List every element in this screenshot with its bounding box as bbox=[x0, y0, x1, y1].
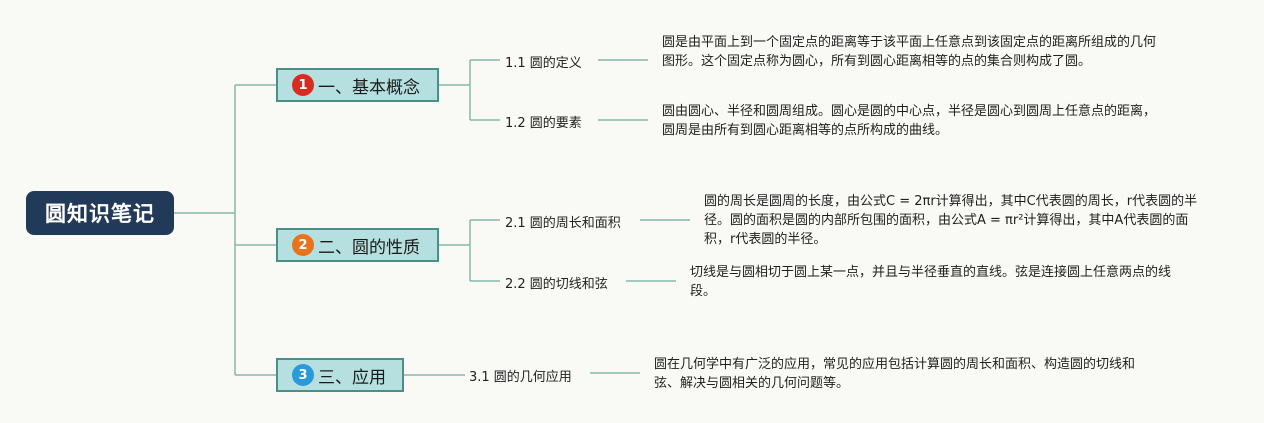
note-2-2: 切线是与圆相切于圆上某一点，并且与半径垂直的直线。弦是连接圆上任意两点的线段。 bbox=[690, 265, 1172, 299]
sub-node-1-1[interactable]: 1.1 圆的定义 bbox=[505, 52, 582, 71]
note-3-1: 圆在几何学中有广泛的应用，常见的应用包括计算圆的周长和面积、构造圆的切线和弦、解… bbox=[654, 357, 1136, 391]
root-title: 圆知识笔记 bbox=[45, 202, 155, 226]
branch-node-1[interactable]: 1 一、基本概念 bbox=[276, 68, 439, 102]
branch-node-2[interactable]: 2 二、圆的性质 bbox=[276, 228, 439, 262]
sub-node-1-2[interactable]: 1.2 圆的要素 bbox=[505, 112, 582, 131]
sub-label: 1.2 圆的要素 bbox=[505, 116, 582, 131]
sub-label: 1.1 圆的定义 bbox=[505, 56, 582, 71]
branch-label: 二、圆的性质 bbox=[318, 237, 420, 258]
sub-node-2-2[interactable]: 2.2 圆的切线和弦 bbox=[505, 273, 608, 292]
number-badge-icon: 1 bbox=[292, 74, 314, 96]
note-2-1: 圆的周长是圆周的长度，由公式C = 2πr计算得出，其中C代表圆的周长，r代表圆… bbox=[704, 194, 1198, 247]
sub-node-3-1[interactable]: 3.1 圆的几何应用 bbox=[469, 366, 572, 385]
branch-node-3[interactable]: 3 三、应用 bbox=[276, 358, 404, 392]
sub-label: 3.1 圆的几何应用 bbox=[469, 370, 572, 385]
sub-label: 2.1 圆的周长和面积 bbox=[505, 216, 621, 231]
note-1-2: 圆由圆心、半径和圆周组成。圆心是圆的中心点，半径是圆心到圆周上任意点的距离，圆周… bbox=[662, 104, 1157, 138]
note-1-1: 圆是由平面上到一个固定点的距离等于该平面上任意点到该固定点的距离所组成的几何图形… bbox=[662, 35, 1157, 69]
branch-label: 一、基本概念 bbox=[318, 77, 420, 98]
sub-label: 2.2 圆的切线和弦 bbox=[505, 277, 608, 292]
branch-label: 三、应用 bbox=[318, 367, 386, 388]
connector-branch-1-notes bbox=[598, 59, 648, 121]
number-badge-icon: 3 bbox=[292, 364, 314, 386]
sub-node-2-1[interactable]: 2.1 圆的周长和面积 bbox=[505, 212, 621, 231]
connector-branch-1-subs bbox=[439, 59, 500, 121]
connector-branch-2-subs bbox=[439, 219, 500, 282]
connector-branch-2-notes bbox=[626, 219, 690, 282]
number-badge-icon: 2 bbox=[292, 234, 314, 256]
root-node[interactable]: 圆知识笔记 bbox=[26, 191, 174, 235]
